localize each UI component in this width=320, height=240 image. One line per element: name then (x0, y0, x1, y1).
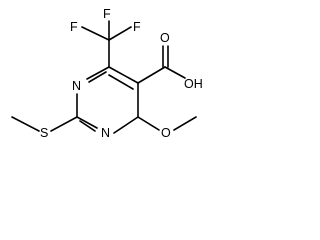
bond-c2-s (50, 116, 78, 132)
bond-c4-n3 (86, 66, 110, 80)
bond-ccooh-oh (164, 66, 186, 79)
atom-n3: N (72, 79, 81, 93)
chemical-structure-diagram: F F F N N S O OH O (11, 7, 203, 140)
bond-c4-n3-double (88, 71, 107, 83)
bond-c-f-left (81, 26, 110, 41)
bond-s-ch3 (11, 116, 40, 132)
bond-c5-ccooh (137, 66, 166, 84)
atom-oh: OH (184, 77, 203, 91)
bond-n1-c6 (113, 116, 139, 134)
bond-c2-n1-double (79, 120, 96, 132)
bonds (11, 20, 197, 134)
atom-f-left: F (70, 20, 78, 34)
bond-o-ch3 (173, 116, 197, 131)
bond-c-f-right (108, 26, 132, 41)
atom-f-right: F (133, 20, 141, 34)
atom-o-methoxy: O (161, 126, 171, 140)
bond-c2-n1 (76, 116, 98, 129)
atom-f-top: F (103, 7, 111, 21)
atom-n1: N (101, 126, 110, 140)
bond-c6-o (137, 116, 160, 131)
atom-labels: F F F N N S O OH O (40, 7, 203, 140)
atom-s: S (40, 126, 48, 140)
bond-c5-c4 (108, 66, 139, 84)
atom-o-carbonyl: O (160, 31, 170, 45)
bond-c5-c4-double (108, 74, 134, 90)
